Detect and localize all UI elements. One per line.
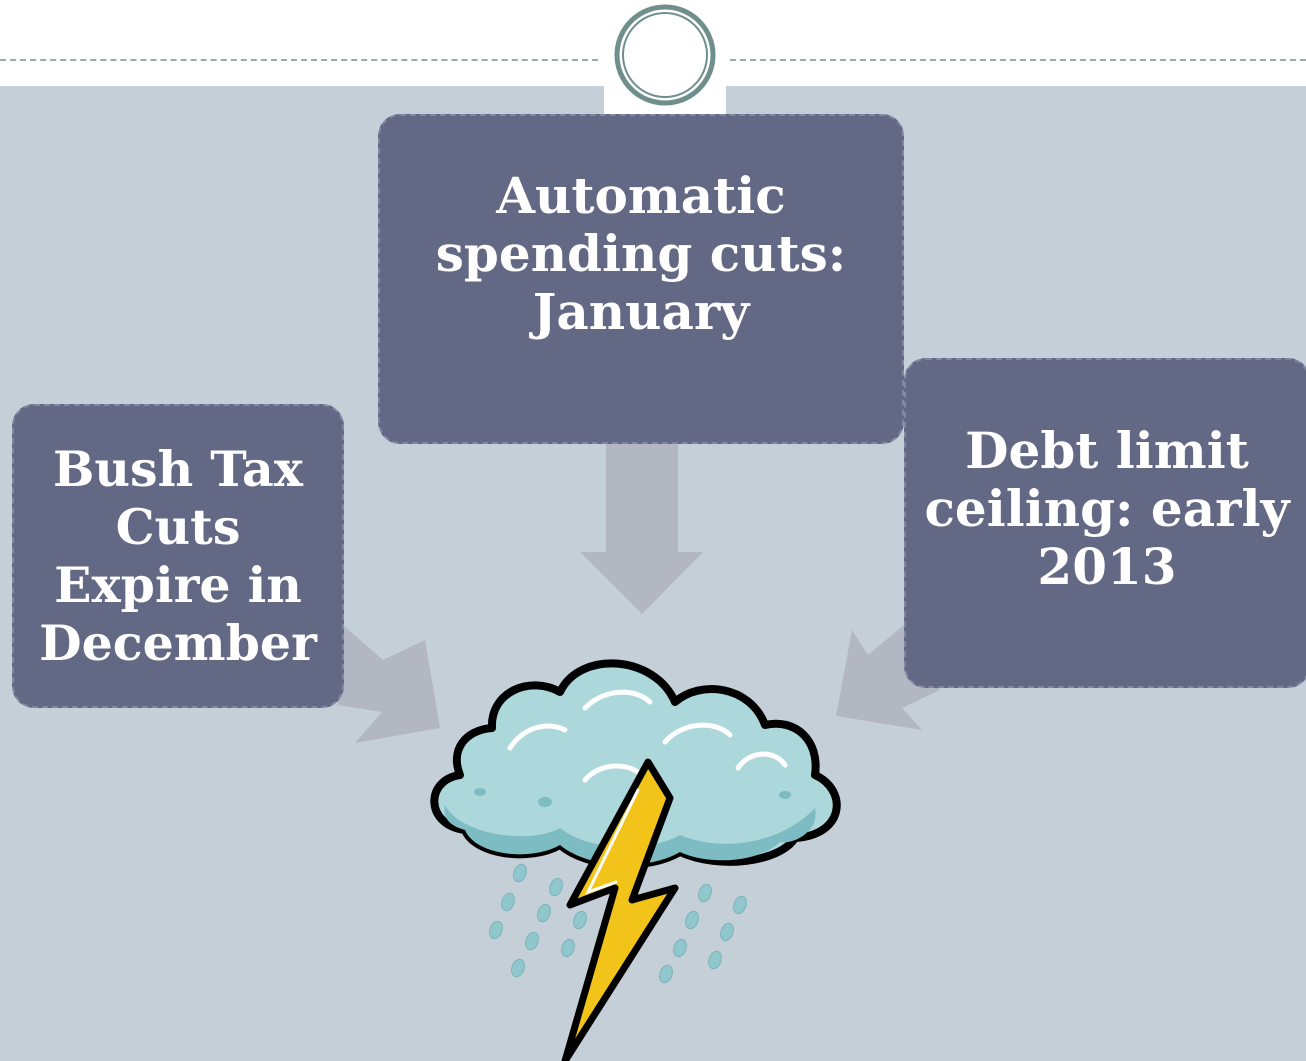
down-arrow [580, 444, 703, 614]
spending-cuts-label: Automatic spending cuts: January [436, 167, 846, 341]
debt-limit-label: Debt limit ceiling: early 2013 [924, 422, 1289, 596]
debt-limit-box: Debt limit ceiling: early 2013 [904, 358, 1306, 688]
spending-cuts-box: Automatic spending cuts: January [378, 114, 904, 444]
tax-cuts-label: Bush Tax Cuts Expire in December [39, 440, 317, 672]
tax-cuts-box: Bush Tax Cuts Expire in December [12, 404, 344, 708]
storm-cloud-icon [420, 630, 870, 1061]
